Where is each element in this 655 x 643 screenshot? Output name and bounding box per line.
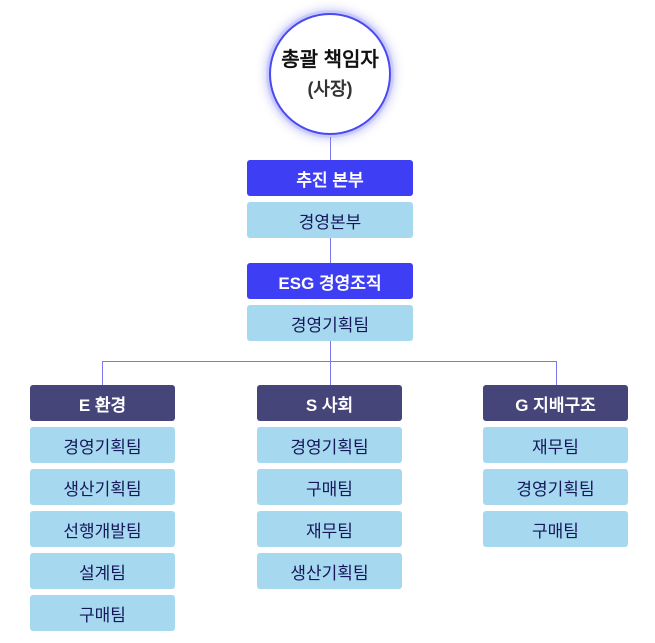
branch-horizontal-line (102, 361, 557, 362)
col-social-item: 경영기획팀 (257, 427, 402, 463)
branch-drop-col3 (556, 361, 557, 385)
col-environment-item: 설계팀 (30, 553, 175, 589)
col-governance-item: 구매팀 (483, 511, 628, 547)
connector-chain1-to-chain2 (330, 238, 331, 263)
col-environment-item: 생산기획팀 (30, 469, 175, 505)
col-environment-item: 선행개발팀 (30, 511, 175, 547)
col-social-item: 생산기획팀 (257, 553, 402, 589)
management-hq-box: 경영본부 (247, 202, 413, 238)
esg-org-box: ESG 경영조직 (247, 263, 413, 299)
connector-root-to-chain (330, 137, 331, 160)
col-governance-header: G 지배구조 (483, 385, 628, 421)
col-governance-item: 재무팀 (483, 427, 628, 463)
col-social-header: S 사회 (257, 385, 402, 421)
col-environment-header: E 환경 (30, 385, 175, 421)
planning-team-box: 경영기획팀 (247, 305, 413, 341)
branch-drop-col2 (330, 361, 331, 385)
connector-chain2-to-branch (330, 341, 331, 361)
root-title: 총괄 책임자 (281, 48, 379, 71)
col-governance-item: 경영기획팀 (483, 469, 628, 505)
branch-drop-col1 (102, 361, 103, 385)
col-social-item: 구매팀 (257, 469, 402, 505)
promotion-hq-box: 추진 본부 (247, 160, 413, 196)
col-environment-item: 경영기획팀 (30, 427, 175, 463)
root-subtitle: (사장) (307, 78, 353, 99)
col-environment-item: 구매팀 (30, 595, 175, 631)
root-node: 총괄 책임자 (사장) (269, 13, 391, 135)
col-social-item: 재무팀 (257, 511, 402, 547)
